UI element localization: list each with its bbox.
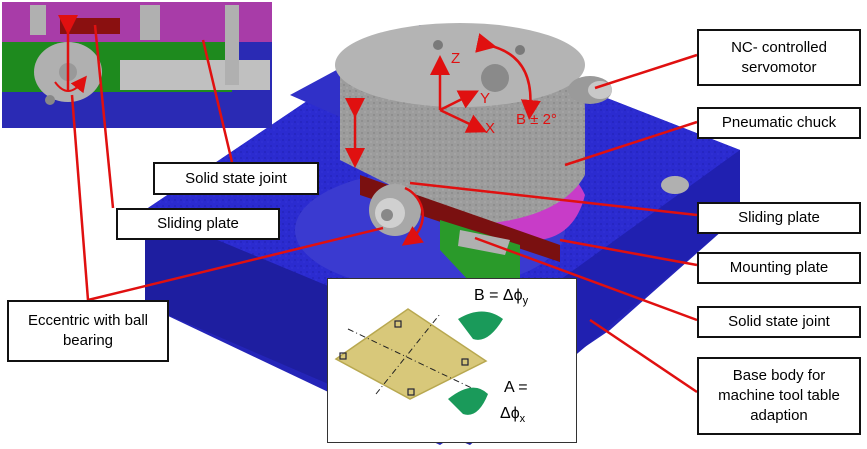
axis-label-y: Y (480, 90, 491, 107)
inset-b-text: B = Δϕ (474, 287, 523, 304)
axis-label-z: Z (451, 50, 461, 67)
label-solid-state-joint-right: Solid state joint (697, 306, 861, 338)
leader-lines (70, 24, 698, 394)
tilt-inset-drawing (334, 308, 503, 415)
inset-b-subscript: y (522, 295, 529, 308)
eccentric-bearing (369, 184, 425, 246)
label-solid-state-joint-top-text: Solid state joint (185, 169, 287, 187)
label-mounting-plate: Mounting plate (697, 252, 861, 284)
label-nc-servomotor: NC- controlled servomotor (697, 29, 861, 86)
label-nc-servomotor-line1: NC- controlled (731, 38, 827, 56)
label-pneumatic-chuck-text: Pneumatic chuck (721, 114, 837, 131)
label-nc-servomotor-line2: servomotor (741, 58, 817, 76)
axis-label-x: X (485, 120, 496, 137)
tilt-plate (334, 308, 488, 400)
inset-b-label: B = Δϕy (474, 287, 528, 307)
label-base-body-line3: adaption (750, 407, 808, 424)
tilt-inset: B = Δϕy A = Δϕx (327, 278, 577, 443)
detail-inset (2, 2, 272, 128)
axis-line-b (375, 313, 441, 395)
axis-label-b-range: B ± 2° (516, 111, 557, 128)
servomotor (568, 76, 612, 104)
label-pneumatic-chuck: Pneumatic chuck (697, 107, 861, 139)
coordinate-axes (430, 33, 541, 133)
label-sliding-plate-right-text: Sliding plate (738, 209, 820, 226)
label-base-body: Base body for machine tool table adaptio… (697, 357, 861, 435)
rotation-a-arrow-icon (448, 387, 488, 415)
label-mounting-plate-text: Mounting plate (729, 259, 829, 276)
label-solid-state-joint-top: Solid state joint (153, 162, 319, 195)
inset-a-label-top: A = (504, 379, 528, 396)
inset-a-label-bottom: Δϕx (500, 405, 525, 425)
label-sliding-plate-right: Sliding plate (697, 202, 861, 234)
base-bolt-icon (661, 176, 689, 194)
label-eccentric-line1: Eccentric with ball (27, 312, 149, 329)
label-solid-state-joint-right-text: Solid state joint (728, 313, 830, 330)
rotation-b-arrow-icon (458, 311, 503, 340)
label-eccentric-line2: bearing (62, 332, 114, 349)
axis-line-a (347, 328, 479, 392)
inset-a-text: Δϕ (500, 405, 520, 422)
inset-a-subscript: x (519, 413, 526, 426)
label-base-body-line1: Base body for (732, 367, 826, 384)
label-eccentric: Eccentric with ball bearing (7, 300, 169, 362)
label-sliding-plate-left: Sliding plate (116, 208, 280, 240)
label-base-body-line2: machine tool table (718, 387, 840, 404)
label-sliding-plate-left-text: Sliding plate (157, 215, 239, 232)
